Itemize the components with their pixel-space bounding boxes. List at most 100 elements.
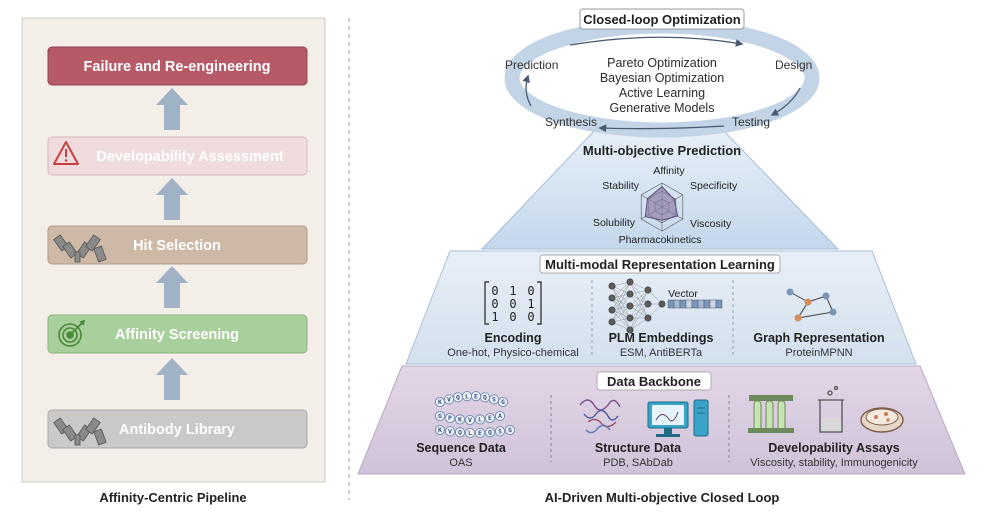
stage-failure-reengineering: Failure and Re-engineering — [47, 46, 308, 86]
tier-title: Multi-modal Representation Learning — [545, 257, 775, 272]
loop-title-box — [579, 8, 745, 30]
svg-text:E: E — [478, 429, 482, 437]
svg-text:G: G — [438, 412, 442, 420]
up-arrow — [156, 88, 188, 130]
test-tubes-icon — [748, 395, 794, 433]
matrix-cell: 0 — [527, 284, 534, 298]
neural-network-icon — [608, 278, 666, 334]
stage-box — [47, 225, 308, 265]
column-subtitle: OAS — [449, 457, 472, 469]
svg-text:K: K — [438, 398, 442, 406]
radar-axis-label: Solubility — [593, 217, 636, 229]
column-title: Graph Representation — [753, 331, 884, 345]
loop-method: Generative Models — [610, 101, 715, 115]
svg-text:V: V — [447, 396, 451, 404]
column-title: Encoding — [485, 331, 542, 345]
tier-title-box — [539, 254, 781, 274]
tier-title: Multi-objective Prediction — [583, 143, 741, 158]
svg-text:P: P — [448, 414, 452, 422]
vector-icon — [667, 299, 723, 309]
left-caption: Affinity-Centric Pipeline — [99, 490, 246, 505]
stage-affinity-screening: Affinity Screening — [47, 314, 308, 354]
svg-text:A: A — [498, 412, 502, 420]
svg-text:S: S — [492, 396, 496, 404]
stage-label: Antibody Library — [119, 422, 235, 438]
svg-text:Q: Q — [456, 394, 460, 402]
radar-axis-label: Pharmacokinetics — [619, 234, 702, 246]
column-title: PLM Embeddings — [609, 331, 714, 345]
matrix-cell: 1 — [491, 310, 498, 324]
loop-method: Active Learning — [619, 86, 705, 100]
column-subtitle: ProteinMPNN — [785, 347, 852, 359]
tier-representation: Multi-modal Representation Learning 0 1 … — [405, 250, 917, 365]
svg-text:E: E — [488, 414, 492, 422]
loop-step-label: Design — [775, 58, 812, 72]
radar-axis-label: Stability — [602, 180, 640, 192]
svg-text:G: G — [501, 398, 505, 406]
svg-text:Q: Q — [483, 394, 487, 402]
tier-prediction: Multi-objective Prediction Affinity Spec… — [480, 127, 840, 250]
stage-label: Failure and Re-engineering — [84, 59, 271, 75]
matrix-cell: 0 — [509, 297, 516, 311]
radar-axis-label: Viscosity — [690, 218, 732, 230]
svg-text:K: K — [458, 416, 462, 424]
up-arrow — [156, 358, 188, 400]
stage-hit-selection: Hit Selection — [47, 225, 308, 265]
matrix-cell: 0 — [527, 310, 534, 324]
column-title: Developability Assays — [768, 441, 900, 455]
loop-method: Pareto Optimization — [607, 56, 717, 70]
loop-arrow — [598, 124, 725, 133]
target-icon — [58, 319, 86, 347]
column-subtitle: ESM, AntiBERTa — [620, 347, 703, 359]
svg-text:Q: Q — [458, 429, 462, 437]
tier-title: Data Backbone — [607, 374, 701, 389]
stage-developability: Developability Assessment — [47, 136, 308, 176]
left-panel: Failure and Re-engineering Developabilit… — [21, 17, 326, 505]
stage-box — [47, 46, 308, 86]
right-caption: AI-Driven Multi-objective Closed Loop — [545, 490, 780, 505]
matrix-cell: 1 — [509, 284, 516, 298]
svg-text:E: E — [474, 392, 478, 400]
loop-arrow — [569, 36, 744, 47]
matrix-cell: 0 — [491, 284, 498, 298]
beaker-icon — [818, 385, 844, 433]
stage-box — [47, 136, 308, 176]
stage-label: Developability Assessment — [96, 149, 283, 165]
graph-icon — [786, 288, 837, 322]
loop-arrow — [522, 74, 532, 107]
loop-step-label: Prediction — [505, 58, 558, 72]
stage-label: Affinity Screening — [115, 327, 239, 343]
antibody-icon — [53, 234, 107, 263]
column-subtitle: PDB, SAbDab — [603, 457, 673, 469]
warning-icon — [53, 141, 79, 165]
column-subtitle: Viscosity, stability, Immunogenicity — [750, 457, 918, 469]
svg-text:V: V — [448, 428, 452, 436]
loop-step-label: Synthesis — [545, 115, 597, 129]
radar-axis-label: Affinity — [653, 165, 685, 177]
stage-box — [47, 314, 308, 354]
stage-antibody-library: Antibody Library — [47, 409, 308, 449]
loop-step-label: Testing — [732, 115, 770, 129]
loop-method: Bayesian Optimization — [600, 71, 724, 85]
column-title: Sequence Data — [416, 441, 507, 455]
radar-axis-label: Specificity — [690, 180, 738, 192]
computer-icon — [647, 399, 709, 437]
loop-arrow — [770, 87, 801, 116]
matrix-cell: 0 — [509, 310, 516, 324]
protein-structure-icon — [579, 399, 621, 434]
petri-dish-icon — [860, 407, 904, 433]
svg-text:G: G — [508, 426, 512, 434]
svg-text:Q: Q — [488, 429, 492, 437]
svg-text:L: L — [478, 416, 482, 424]
svg-text:L: L — [465, 392, 469, 400]
antibody-icon — [53, 417, 107, 446]
tier-title-box — [596, 371, 712, 391]
stage-box — [47, 409, 308, 449]
one-hot-matrix: 0 1 0 0 0 1 1 0 0 — [484, 281, 542, 325]
matrix-cell: 0 — [491, 297, 498, 311]
svg-text:K: K — [438, 426, 442, 434]
